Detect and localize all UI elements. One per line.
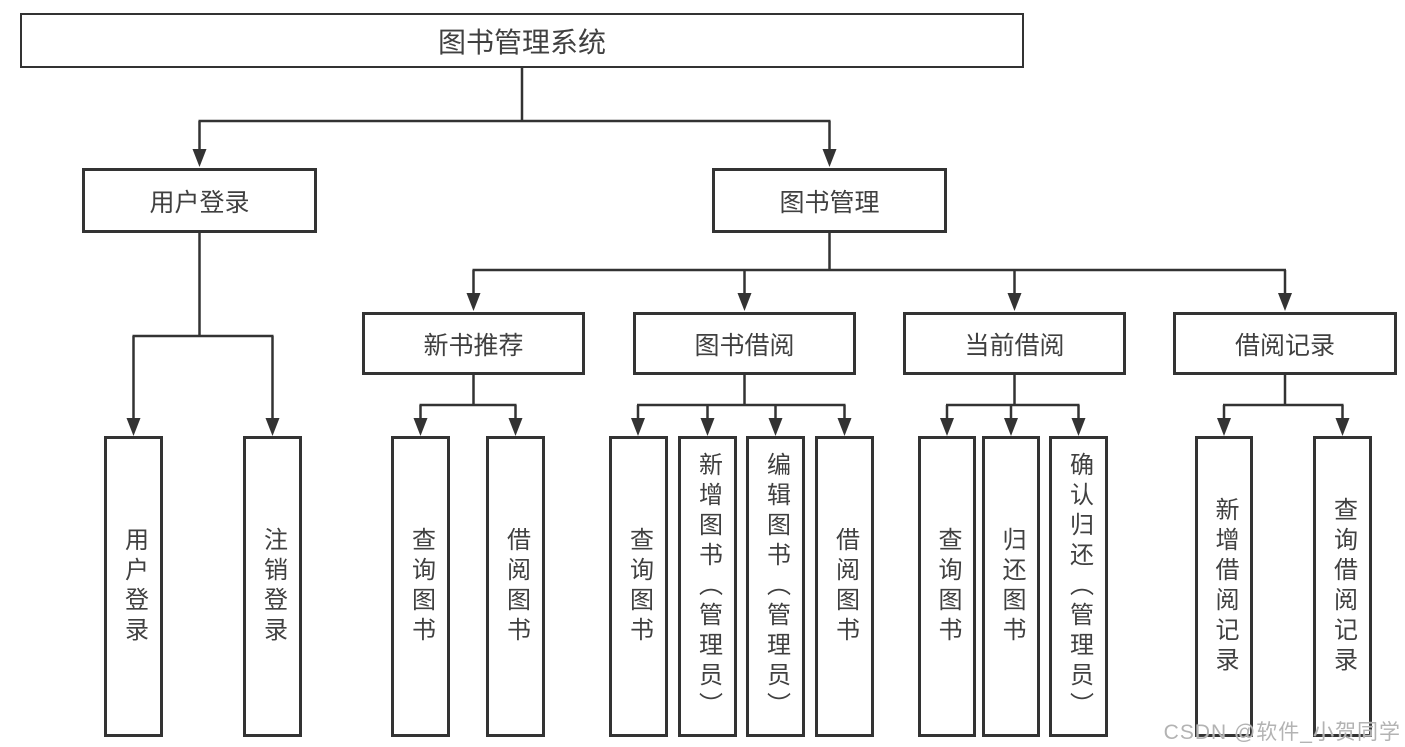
leaf-br-query-record: 查询借阅记录 [1313,436,1372,737]
leaf-cb-query-books: 查询图书 [918,436,976,737]
edge-new-book-recommend-children [419,375,517,419]
leaf-br-add-record: 新增借阅记录 [1195,436,1253,737]
leaf-logout-label: 注销登录 [259,526,287,647]
leaf-cb-confirm-return-admin-label: 确认归还（管理员） [1065,451,1093,722]
edge-borrow-records-children [1222,375,1344,419]
leaf-nbr-query-books: 查询图书 [391,436,450,737]
leaf-logout: 注销登录 [243,436,302,737]
leaf-nbr-borrow-books-label: 借阅图书 [502,526,530,647]
leaf-bb-edit-books-admin-label: 编辑图书（管理员） [762,451,790,722]
node-new-book-recommend-label: 新书推荐 [423,331,524,360]
node-root-label: 图书管理系统 [437,26,606,58]
watermark-text: CSDN @软件_小贺同学 [1163,721,1401,744]
node-user-login: 用户登录 [82,168,317,233]
edge-current-borrow-children [945,375,1080,419]
leaf-bb-borrow-books-label: 借阅图书 [831,526,859,647]
edge-user-login-children [132,233,274,419]
node-borrow-records-label: 借阅记录 [1234,331,1335,360]
node-user-login-label: 用户登录 [149,188,250,217]
leaf-bb-query-books-label: 查询图书 [625,526,653,647]
leaf-br-query-record-label: 查询借阅记录 [1329,496,1357,677]
leaf-bb-query-books: 查询图书 [609,436,668,737]
node-borrow-records: 借阅记录 [1173,312,1397,375]
edge-book-management-children [472,233,1287,294]
edge-book-borrow-children [636,375,846,419]
node-book-management-label: 图书管理 [779,188,880,217]
leaf-user-login: 用户登录 [104,436,163,737]
leaf-bb-add-books-admin-label: 新增图书（管理员） [694,451,722,722]
leaf-cb-return-books-label: 归还图书 [998,526,1025,647]
leaf-bb-edit-books-admin: 编辑图书（管理员） [746,436,805,737]
leaf-br-add-record-label: 新增借阅记录 [1211,496,1238,677]
node-current-borrow: 当前借阅 [903,312,1126,375]
leaf-bb-add-books-admin: 新增图书（管理员） [678,436,737,737]
leaf-cb-query-books-label: 查询图书 [934,526,961,647]
node-book-management: 图书管理 [712,168,947,233]
edge-root-to-level2 [198,68,831,150]
node-book-borrow-label: 图书借阅 [694,331,795,360]
node-book-borrow: 图书借阅 [633,312,856,375]
leaf-cb-confirm-return-admin: 确认归还（管理员） [1049,436,1108,737]
node-new-book-recommend: 新书推荐 [362,312,585,375]
node-current-borrow-label: 当前借阅 [964,331,1065,360]
leaf-bb-borrow-books: 借阅图书 [815,436,874,737]
node-root: 图书管理系统 [20,13,1024,68]
leaf-nbr-query-books-label: 查询图书 [407,526,435,647]
leaf-nbr-borrow-books: 借阅图书 [486,436,545,737]
leaf-user-login-label: 用户登录 [120,526,148,647]
leaf-cb-return-books: 归还图书 [982,436,1040,737]
